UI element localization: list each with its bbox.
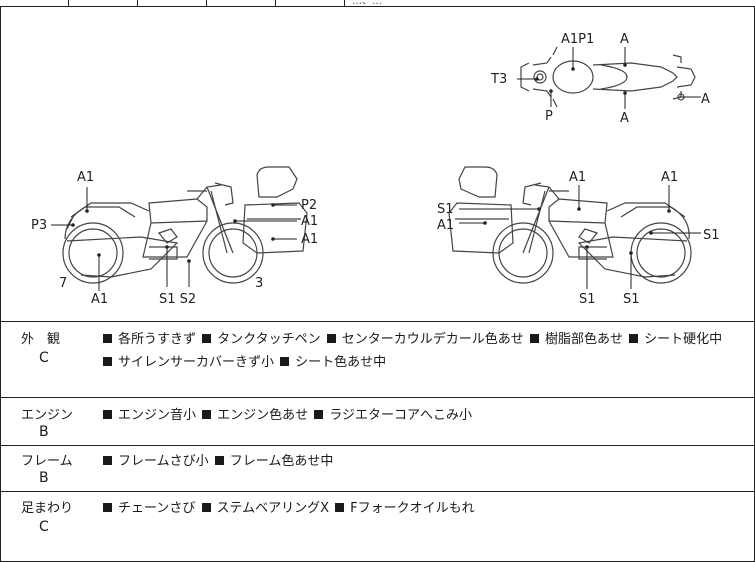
remark-item: 樹脂部色あせ	[544, 332, 623, 347]
condition-diagram: A1P1 A T3 A P A A1 P2 P3 A1 A1 7 A1 S1 S…	[0, 6, 755, 322]
remark-item: Fフォークオイルもれ	[350, 501, 475, 516]
left-label-p2: P2	[301, 198, 317, 213]
row-frame: フレーム B フレームさび小 フレーム色あせ中	[0, 444, 755, 492]
bullet-square-icon	[335, 503, 345, 512]
remark-item: シート色あせ中	[295, 355, 387, 370]
row-exterior: 外 観 C 各所うすきず タンクタッチペン センターカウルデカール色あせ 樹脂部…	[0, 322, 755, 398]
left-label-a1-bottom: A1	[91, 292, 108, 307]
left-label-a1-mid: A1	[301, 214, 318, 229]
header-cell-divider	[137, 0, 138, 6]
remarks-line: フレームさび小 フレーム色あせ中	[101, 450, 333, 469]
top-label-a-lower: A	[620, 111, 629, 126]
row-engine: エンジン B エンジン音小 エンジン色あせ ラジエターコアへこみ小	[0, 397, 755, 446]
bullet-square-icon	[280, 357, 290, 366]
remarks-line: エンジン音小 エンジン色あせ ラジエターコアへこみ小	[101, 404, 472, 423]
top-label-a-upper: A	[620, 32, 629, 47]
right-label-a1-left: A1	[437, 218, 454, 233]
bullet-square-icon	[103, 410, 112, 419]
remark-item: ステムベアリングX	[216, 501, 330, 516]
grade-value: C	[39, 350, 49, 366]
left-label-3: 3	[255, 276, 263, 291]
right-label-s1-bottom-b: S1	[623, 292, 640, 307]
top-label-p: P	[545, 109, 553, 124]
bullet-square-icon	[314, 410, 324, 419]
bullet-square-icon	[326, 334, 336, 343]
left-label-a1-top: A1	[77, 170, 94, 185]
bullet-square-icon	[103, 503, 112, 512]
header-cell-divider	[206, 0, 207, 6]
right-label-s1-bottom-a: S1	[579, 292, 596, 307]
remark-item: フレームさび小	[118, 454, 209, 469]
right-label-s1-left: S1	[437, 202, 454, 217]
remarks-line: 各所うすきず タンクタッチペン センターカウルデカール色あせ 樹脂部色あせ シー…	[101, 328, 722, 347]
bullet-square-icon	[202, 410, 212, 419]
right-label-a1-front: A1	[569, 170, 586, 185]
grade-value: C	[39, 519, 49, 535]
left-label-a1-low: A1	[301, 232, 318, 247]
top-label-a-rear: A	[701, 92, 710, 107]
bullet-square-icon	[103, 334, 112, 343]
header-cell-divider	[275, 0, 276, 6]
remark-item: フレーム色あせ中	[229, 454, 334, 469]
category-label: 外 観	[21, 332, 61, 347]
top-label-t3: T3	[490, 72, 507, 87]
top-label-a1p1: A1P1	[561, 32, 594, 47]
category-label: エンジン	[21, 408, 74, 423]
leader-lines	[51, 47, 701, 291]
top-view-motorcycle	[520, 46, 696, 108]
header-partial-text: …、…	[352, 0, 382, 7]
category-label: フレーム	[21, 454, 73, 469]
left-side-motorcycle	[62, 166, 308, 284]
bullet-square-icon	[202, 334, 212, 343]
remark-item: 各所うすきず	[118, 332, 197, 347]
left-label-p3: P3	[31, 218, 47, 233]
bullet-square-icon	[214, 456, 224, 465]
row-suspension: 足まわり C チェーンさび ステムベアリングX Fフォークオイルもれ	[0, 491, 755, 562]
remark-item: センターカウルデカール色あせ	[341, 332, 524, 347]
remark-item: タンクタッチペン	[217, 332, 321, 347]
header-cell-divider	[344, 0, 345, 6]
remark-item: エンジン色あせ	[217, 408, 309, 423]
left-label-s1s2: S1 S2	[159, 292, 196, 307]
motorcycle-diagram-svg: A1P1 A T3 A P A A1 P2 P3 A1 A1 7 A1 S1 S…	[31, 32, 720, 307]
remark-item: シート硬化中	[644, 332, 723, 347]
header-strip: …、…	[0, 0, 755, 7]
bullet-square-icon	[103, 456, 112, 465]
right-side-motorcycle	[448, 166, 692, 284]
bullet-square-icon	[529, 334, 539, 343]
remarks-line: チェーンさび ステムベアリングX Fフォークオイルもれ	[101, 497, 475, 516]
right-label-s1-right: S1	[703, 228, 720, 243]
bullet-square-icon	[629, 334, 639, 343]
remark-item: チェーンさび	[118, 501, 196, 516]
bullet-square-icon	[103, 357, 112, 366]
marker-dots	[71, 63, 671, 263]
grade-value: B	[39, 424, 49, 440]
remark-item: サイレンサーカバーきず小	[118, 355, 275, 370]
grade-value: B	[39, 470, 49, 486]
header-cell-divider	[68, 0, 69, 6]
remark-item: ラジエターコアへこみ小	[329, 408, 473, 423]
category-label: 足まわり	[21, 501, 74, 516]
left-label-7: 7	[59, 276, 67, 291]
right-label-a1-rear: A1	[661, 170, 678, 185]
bullet-square-icon	[201, 503, 211, 512]
remarks-line: サイレンサーカバーきず小 シート色あせ中	[101, 351, 386, 370]
remark-item: エンジン音小	[118, 408, 197, 423]
